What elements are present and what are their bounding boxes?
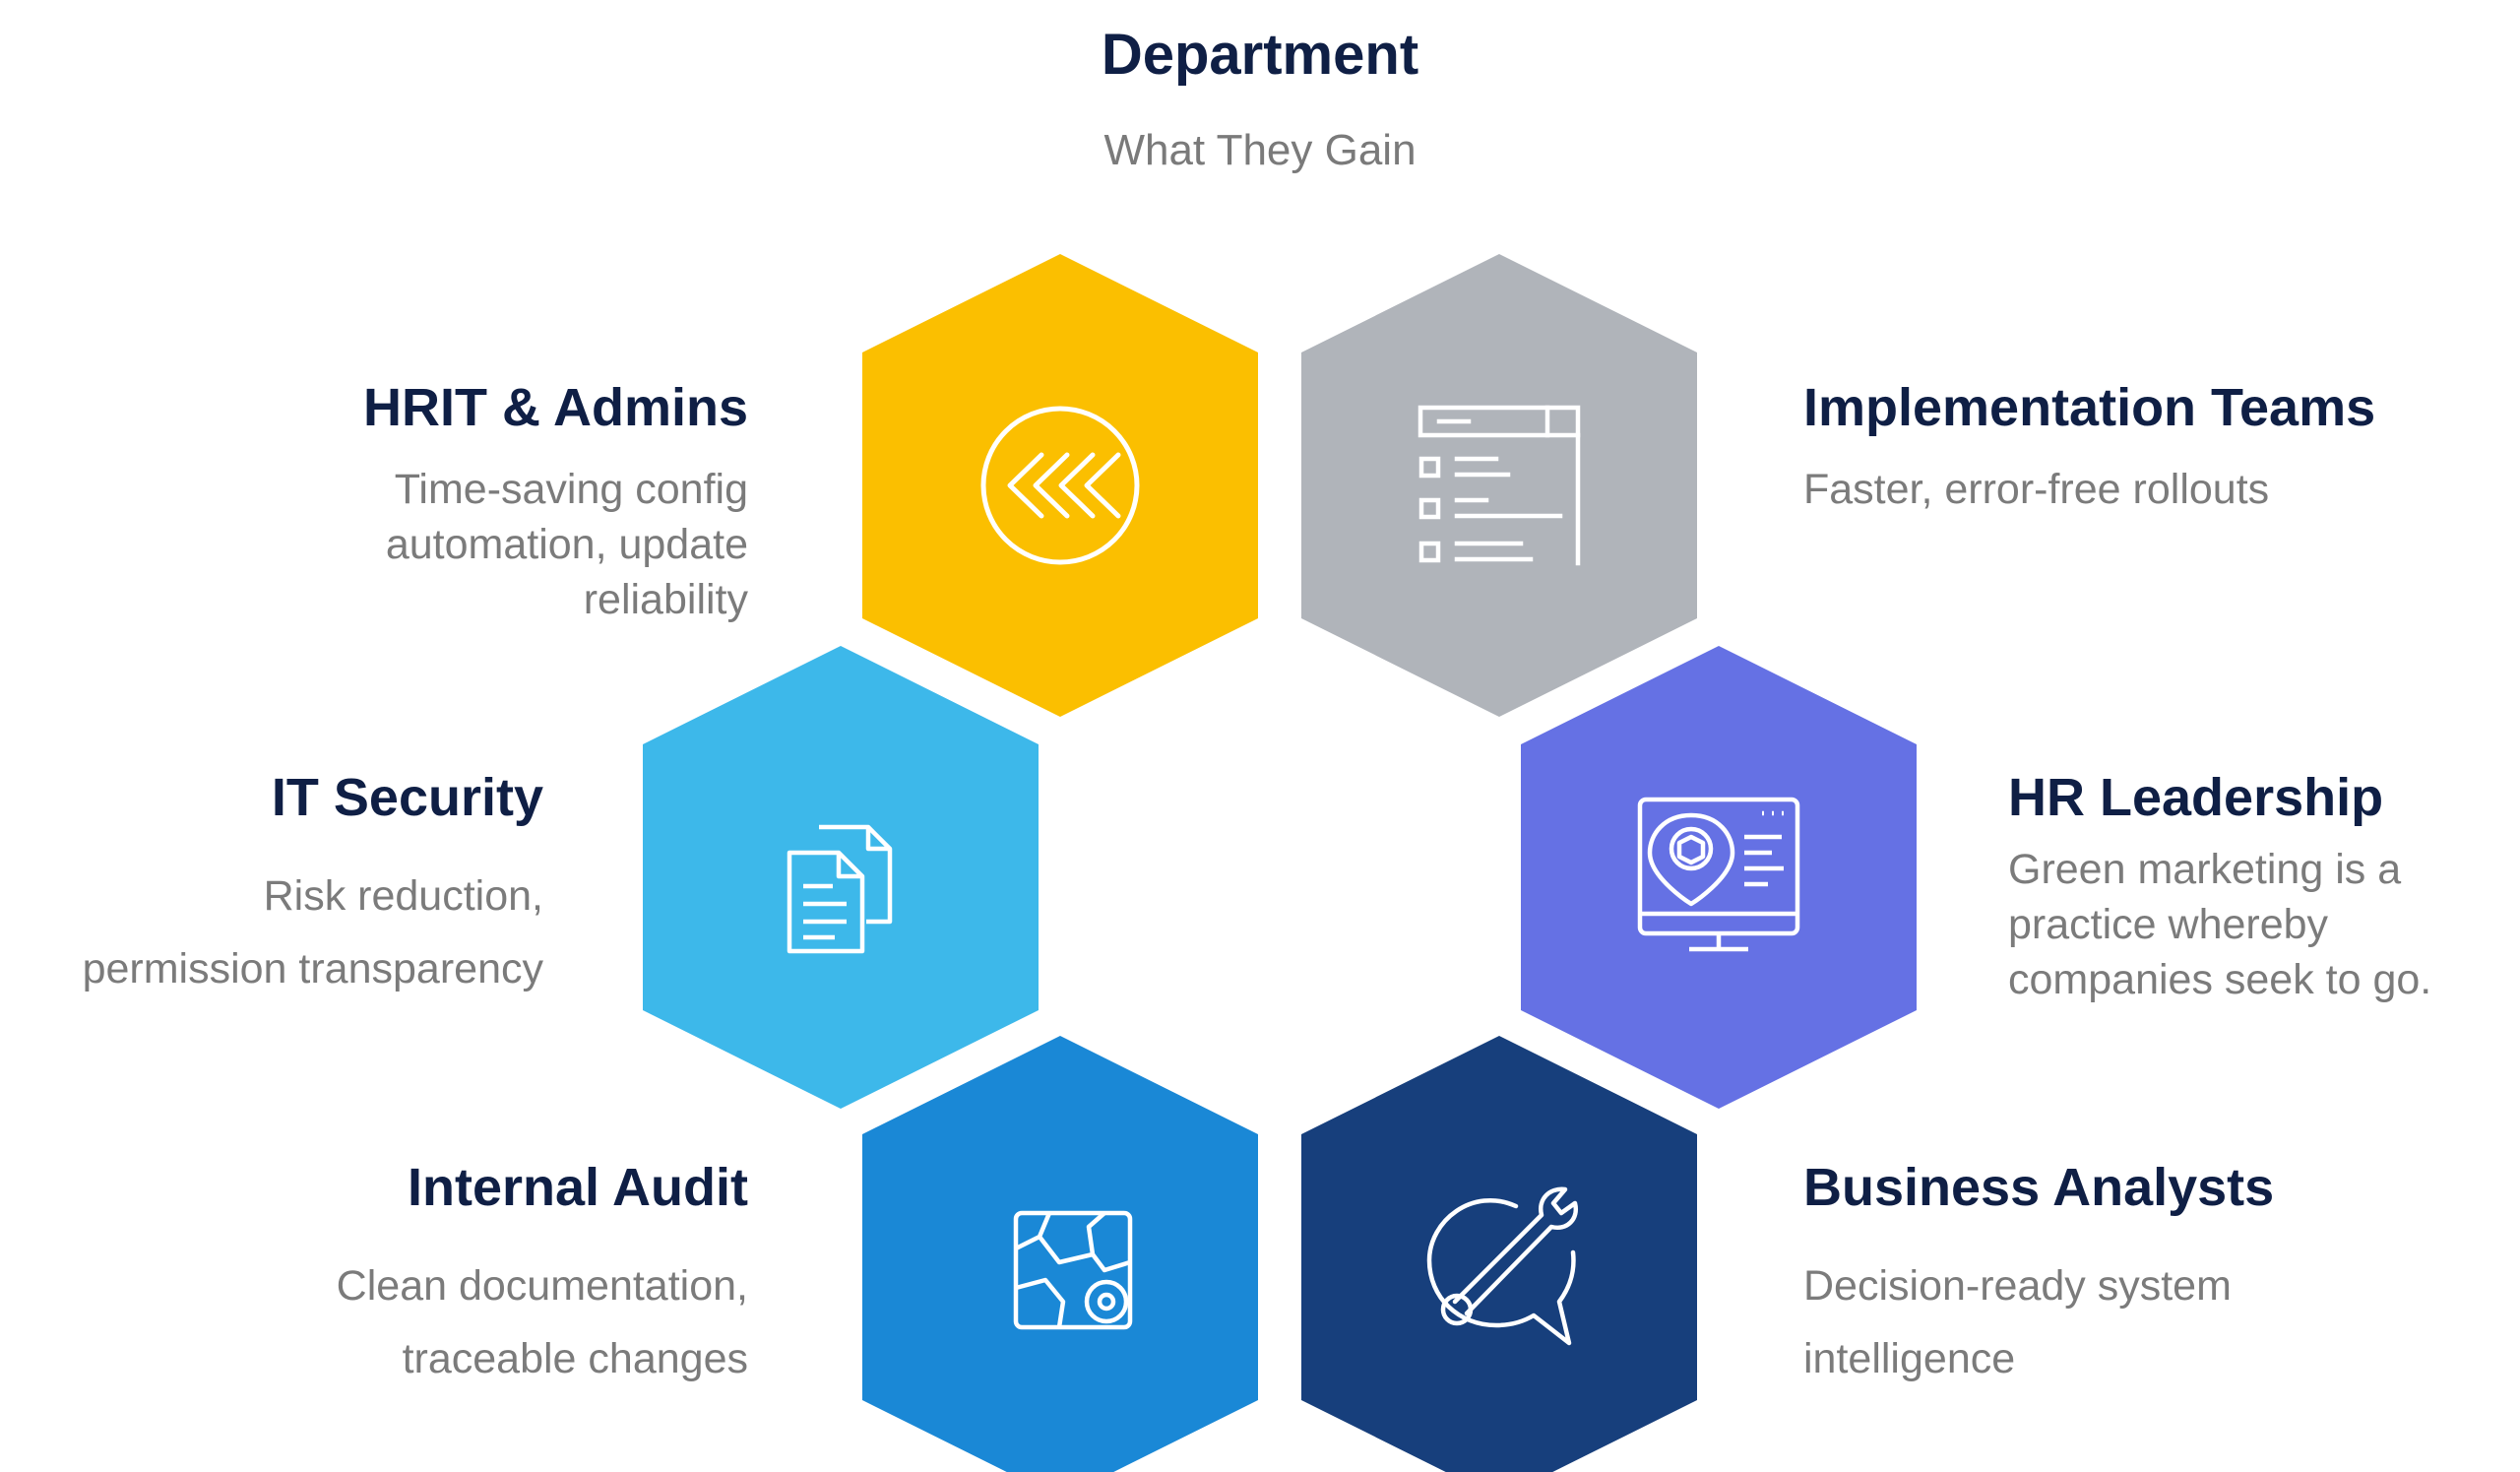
chevrons-left-circle-icon bbox=[980, 406, 1140, 565]
label-implementation-title: Implementation Teams bbox=[1803, 378, 2376, 437]
label-analysts: Business Analysts Decision-ready system … bbox=[1803, 1156, 2492, 1395]
hex-hrit bbox=[862, 254, 1258, 717]
label-implementation: Implementation Teams Faster, error-free … bbox=[1803, 376, 2492, 517]
label-hrleadership-description: Green marketing is a practice whereby co… bbox=[2008, 845, 2432, 1003]
label-hrit-title: HRIT & Admins bbox=[363, 378, 748, 437]
label-analysts-title: Business Analysts bbox=[1803, 1158, 2275, 1217]
hex-itsecurity bbox=[643, 646, 1039, 1109]
label-audit-title: Internal Audit bbox=[408, 1158, 748, 1217]
label-hrit: HRIT & Admins Time-saving config automat… bbox=[118, 376, 748, 627]
hex-implementation-shape bbox=[1301, 254, 1697, 717]
label-audit-description: Clean documentation, traceable changes bbox=[336, 1261, 748, 1382]
label-implementation-description: Faster, error-free rollouts bbox=[1803, 465, 2270, 513]
label-hrleadership-title: HR Leadership bbox=[2008, 768, 2384, 827]
label-itsecurity: IT Security Risk reduction, permission t… bbox=[12, 766, 543, 1005]
map-gear-icon bbox=[1013, 1210, 1133, 1330]
checklist-window-icon bbox=[1418, 405, 1581, 566]
label-hrit-description: Time-saving config automation, update re… bbox=[385, 465, 748, 623]
hex-audit bbox=[862, 1036, 1258, 1472]
monitor-location-icon bbox=[1637, 797, 1800, 952]
hex-hrleadership-shape bbox=[1521, 646, 1917, 1109]
label-itsecurity-description: Risk reduction, permission transparency bbox=[82, 871, 543, 992]
label-audit: Internal Audit Clean documentation, trac… bbox=[118, 1156, 748, 1395]
hex-analysts-shape bbox=[1301, 1036, 1697, 1472]
hex-audit-shape bbox=[862, 1036, 1258, 1472]
hex-implementation bbox=[1301, 254, 1697, 717]
diagram-subtitle: What They Gain bbox=[1103, 126, 1417, 174]
documents-icon bbox=[787, 824, 893, 954]
label-hrleadership: HR Leadership Green marketing is a pract… bbox=[2008, 766, 2510, 1007]
label-analysts-description: Decision-ready system intelligence bbox=[1803, 1261, 2232, 1382]
diagram-title: Department bbox=[1101, 23, 1419, 87]
hex-hrleadership bbox=[1521, 646, 1917, 1109]
wrench-chat-icon bbox=[1426, 1186, 1579, 1346]
label-itsecurity-title: IT Security bbox=[271, 768, 543, 827]
hex-analysts bbox=[1301, 1036, 1697, 1472]
